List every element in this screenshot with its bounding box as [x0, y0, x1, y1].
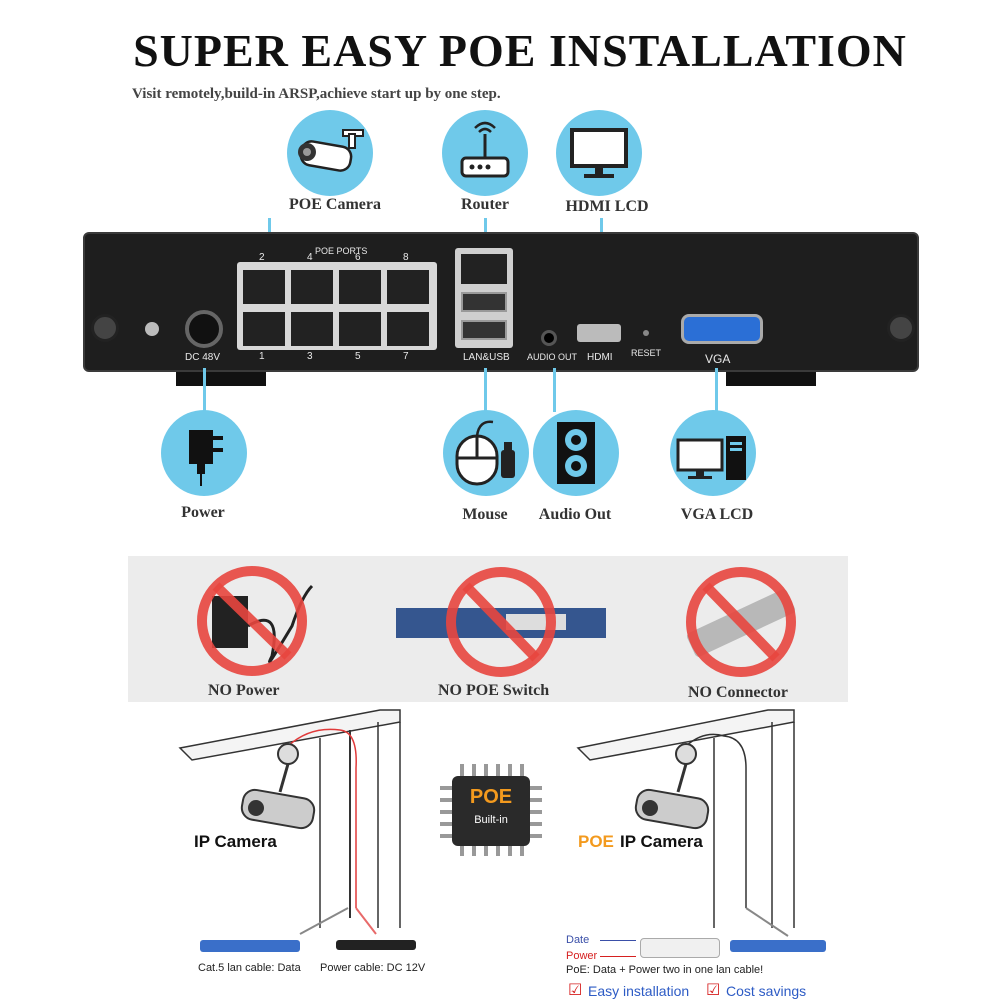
- vga-port: [681, 314, 763, 344]
- poe-ports-label: POE PORTS: [315, 246, 368, 256]
- poe-chip-icon: [440, 764, 542, 856]
- rj45-port: [291, 270, 333, 304]
- reset-button: [643, 330, 649, 336]
- nvr-rear-panel: DC 48V POE PORTS 2 4 6 8 1 3 5 7 LAN&USB…: [83, 232, 919, 372]
- poe-lan-cable-icon: [730, 940, 826, 952]
- screw-icon: [91, 314, 119, 342]
- port-number: 6: [355, 252, 361, 263]
- hdmi-port-label: HDMI: [587, 352, 613, 363]
- prohibited-poe-switch-icon: [396, 567, 606, 677]
- usb-port: [461, 320, 507, 340]
- port-number: 5: [355, 351, 361, 362]
- lan-cable-label: Cat.5 lan cable: Data: [198, 962, 301, 974]
- vga-connector-line: [715, 368, 718, 412]
- lan-cable-icon: [200, 940, 300, 952]
- chip-poe-text: POE: [469, 786, 513, 808]
- vga-port-label: VGA: [705, 352, 731, 366]
- cable-cross-section-icon: [640, 938, 720, 958]
- reset-label: RESET: [631, 348, 662, 358]
- ip-camera-caption: IP Camera: [194, 832, 277, 851]
- poe-ip-camera-caption: IP Camera: [620, 832, 703, 851]
- port-number: 2: [259, 252, 265, 263]
- lan-usb-label: LAN&USB: [463, 352, 510, 363]
- prohibited-power-adapter-icon: [197, 566, 314, 676]
- hdmi-lcd-label: HDMI LCD: [565, 198, 649, 215]
- power-connector-line: [203, 368, 206, 420]
- port-number: 4: [307, 252, 313, 263]
- camera-icon: [287, 110, 373, 196]
- speaker-icon: [533, 410, 619, 496]
- power-wire-label: Power: [566, 950, 598, 962]
- router-icon: [442, 110, 528, 196]
- screw-icon: [887, 314, 915, 342]
- no-power-label: NO Power: [208, 682, 280, 699]
- audio-jack: [541, 330, 557, 346]
- page-subtitle: Visit remotely,build-in ARSP,achieve sta…: [132, 86, 501, 102]
- no-items-panel: NO Power NO POE Switch NO Connector: [128, 556, 848, 702]
- router-label: Router: [461, 196, 509, 213]
- benefit-cost-savings: Cost savings: [726, 983, 807, 999]
- rj45-port: [243, 270, 285, 304]
- lan-usb-block: [455, 248, 513, 348]
- lan-port: [461, 254, 507, 284]
- audio-out-label: AUDIO OUT: [527, 352, 578, 362]
- vga-lcd-label: VGA LCD: [680, 506, 754, 523]
- poe-caption-accent: POE: [578, 832, 614, 851]
- power-label: Power: [181, 504, 225, 521]
- audio-out-device-label: Audio Out: [538, 506, 612, 523]
- power-cable-label: Power cable: DC 12V: [320, 962, 426, 974]
- usb-port: [461, 292, 507, 312]
- dc-power-jack: [185, 310, 223, 348]
- prohibited-connector-icon: [686, 567, 796, 677]
- poe-camera-label: POE Camera: [289, 196, 381, 213]
- rj45-port: [291, 312, 333, 346]
- date-label: Date: [566, 934, 590, 946]
- mouse-label: Mouse: [462, 506, 508, 523]
- device-foot: [726, 372, 816, 386]
- no-connector-label: NO Connector: [688, 684, 788, 701]
- ground-screw-icon: [145, 322, 159, 336]
- power-adapter-icon: [161, 410, 247, 496]
- benefit-easy-installation: Easy installation: [588, 983, 690, 999]
- poe-note: PoE: Data + Power two in one lan cable!: [566, 964, 764, 976]
- poe-ports-block: [237, 262, 437, 350]
- port-number: 3: [307, 351, 313, 362]
- monitor-icon: [556, 110, 642, 196]
- power-pointer-line: [600, 956, 636, 957]
- no-poe-switch-label: NO POE Switch: [438, 682, 550, 699]
- date-pointer-line: [600, 940, 636, 941]
- mouse-connector-line: [484, 368, 487, 412]
- check-icon: ☑: [568, 982, 583, 999]
- audio-connector-line: [553, 368, 556, 412]
- rj45-port: [387, 270, 429, 304]
- page-title: SUPER EASY POE INSTALLATION: [133, 25, 907, 76]
- rj45-port: [339, 270, 381, 304]
- rj45-port: [339, 312, 381, 346]
- poe-installation-diagram: [576, 709, 795, 937]
- rj45-port: [243, 312, 285, 346]
- check-icon: ☑: [706, 982, 721, 999]
- rj45-port: [387, 312, 429, 346]
- traditional-installation-diagram: [178, 709, 401, 935]
- device-foot: [176, 372, 266, 386]
- dc-label: DC 48V: [185, 352, 221, 363]
- chip-builtin-text: Built-in: [474, 814, 508, 826]
- power-cable-icon: [336, 940, 416, 950]
- port-number: 8: [403, 252, 409, 263]
- port-number: 1: [259, 351, 265, 362]
- hdmi-port: [577, 324, 621, 342]
- port-number: 7: [403, 351, 409, 362]
- computer-icon: [670, 410, 756, 496]
- mouse-icon: [443, 410, 529, 496]
